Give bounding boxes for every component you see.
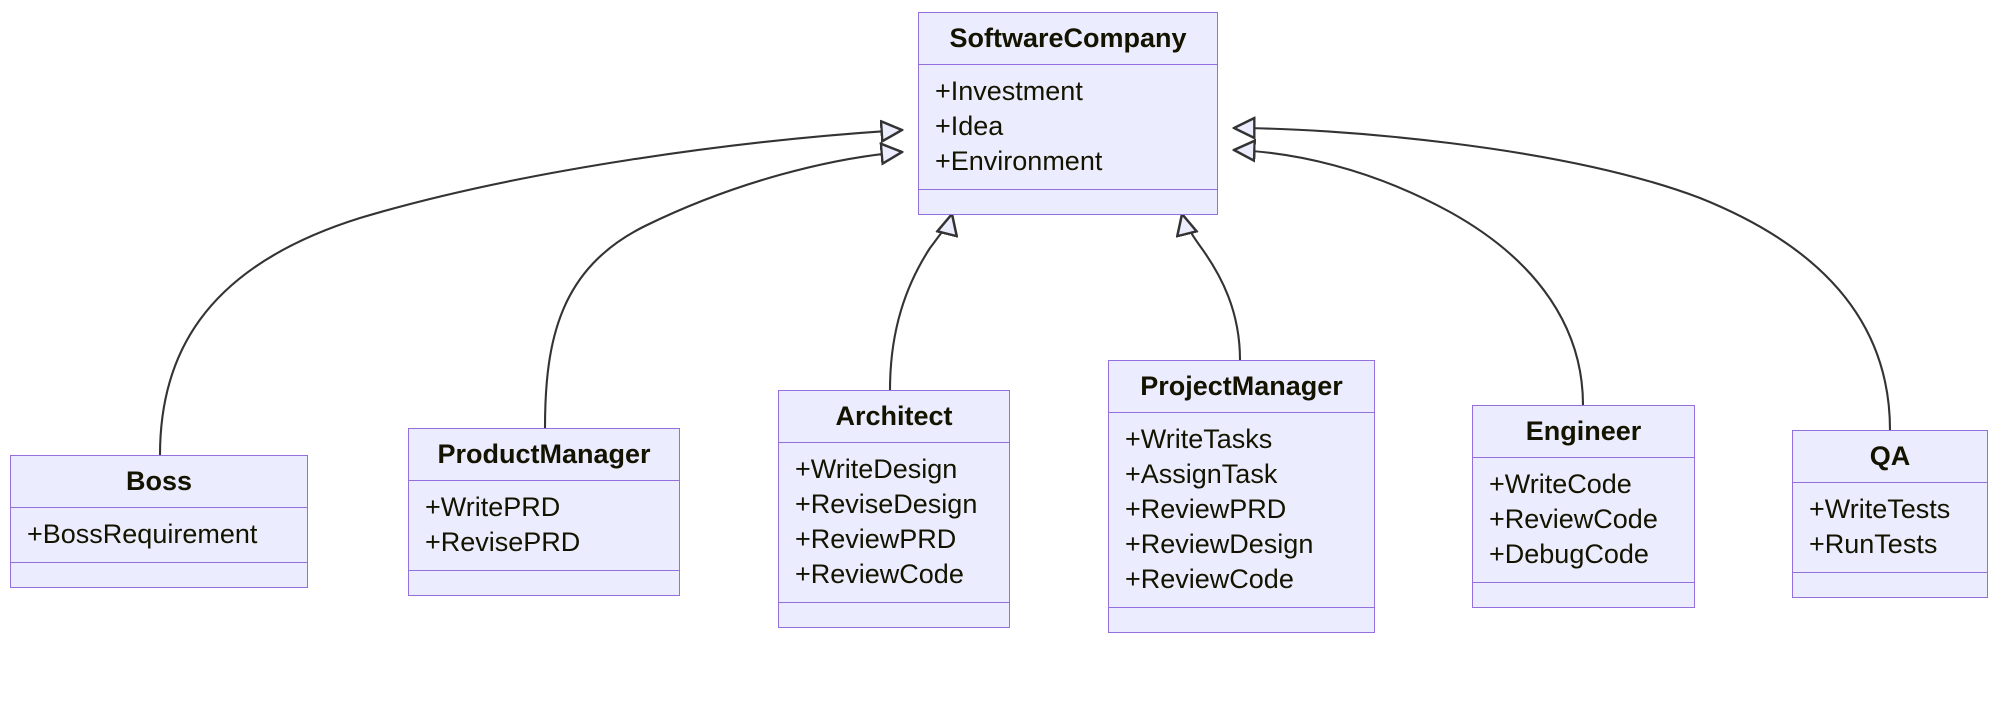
- class-attribute: +ReviewCode: [1125, 564, 1294, 595]
- class-attribute: +WriteDesign: [795, 454, 958, 484]
- class-attribute: +ReviewCode: [1489, 504, 1658, 535]
- class-node-projectmanager[interactable]: ProjectManager +WriteTasks +AssignTask +…: [1108, 360, 1375, 634]
- class-name-productmanager: ProductManager: [409, 429, 679, 481]
- class-methods-projectmanager: [1109, 608, 1374, 632]
- class-attribute: +ReviewDesign: [1125, 529, 1314, 560]
- class-attribute: +DebugCode: [1489, 539, 1649, 570]
- class-attribute: +Environment: [935, 146, 1103, 177]
- class-methods-softwarecompany: [919, 190, 1217, 214]
- class-methods-productmanager: [409, 571, 679, 595]
- class-node-architect[interactable]: Architect +WriteDesign +ReviseDesign +Re…: [778, 390, 1010, 629]
- class-attribute: +ReviseDesign: [795, 489, 978, 520]
- edge-productmanager-to-softwarecompany: [543, 152, 902, 429]
- class-methods-architect: [779, 603, 1009, 627]
- class-node-softwarecompany[interactable]: SoftwareCompany +Investment +Idea +Envir…: [918, 12, 1218, 216]
- class-attribute: +WriteCode: [1489, 469, 1632, 499]
- class-node-productmanager[interactable]: ProductManager +WritePRD +RevisePRD: [408, 428, 680, 597]
- class-attribute: +WriteTasks: [1125, 424, 1273, 454]
- class-attributes-boss: +BossRequirement: [11, 508, 307, 564]
- class-methods-boss: [11, 563, 307, 587]
- edge-projectmanager-to-softwarecompany: [1182, 214, 1242, 361]
- class-methods-engineer: [1473, 583, 1694, 607]
- class-attribute: +WritePRD: [425, 492, 561, 522]
- class-name-boss: Boss: [11, 456, 307, 508]
- class-attribute: +Investment: [935, 76, 1083, 106]
- class-attribute: +ReviewPRD: [795, 524, 957, 555]
- class-attributes-projectmanager: +WriteTasks +AssignTask +ReviewPRD +Revi…: [1109, 413, 1374, 609]
- class-node-engineer[interactable]: Engineer +WriteCode +ReviewCode +DebugCo…: [1472, 405, 1695, 609]
- class-name-architect: Architect: [779, 391, 1009, 443]
- class-attributes-productmanager: +WritePRD +RevisePRD: [409, 481, 679, 572]
- class-attributes-engineer: +WriteCode +ReviewCode +DebugCode: [1473, 458, 1694, 584]
- class-name-projectmanager: ProjectManager: [1109, 361, 1374, 413]
- class-attribute: +RevisePRD: [425, 527, 581, 558]
- class-name-engineer: Engineer: [1473, 406, 1694, 458]
- class-name-qa: QA: [1793, 431, 1987, 483]
- class-node-boss[interactable]: Boss +BossRequirement: [10, 455, 308, 589]
- edge-architect-to-softwarecompany: [888, 214, 952, 391]
- class-attribute: +AssignTask: [1125, 459, 1278, 490]
- class-node-qa[interactable]: QA +WriteTests +RunTests: [1792, 430, 1988, 599]
- class-name-softwarecompany: SoftwareCompany: [919, 13, 1217, 65]
- class-attribute: +ReviewPRD: [1125, 494, 1287, 525]
- class-attribute: +ReviewCode: [795, 559, 964, 590]
- class-methods-qa: [1793, 573, 1987, 597]
- class-attributes-qa: +WriteTests +RunTests: [1793, 483, 1987, 574]
- class-attribute: +WriteTests: [1809, 494, 1951, 524]
- class-attributes-softwarecompany: +Investment +Idea +Environment: [919, 65, 1217, 191]
- class-attributes-architect: +WriteDesign +ReviseDesign +ReviewPRD +R…: [779, 443, 1009, 604]
- class-attribute: +RunTests: [1809, 529, 1938, 560]
- class-attribute: +BossRequirement: [27, 519, 258, 549]
- class-attribute: +Idea: [935, 111, 1004, 142]
